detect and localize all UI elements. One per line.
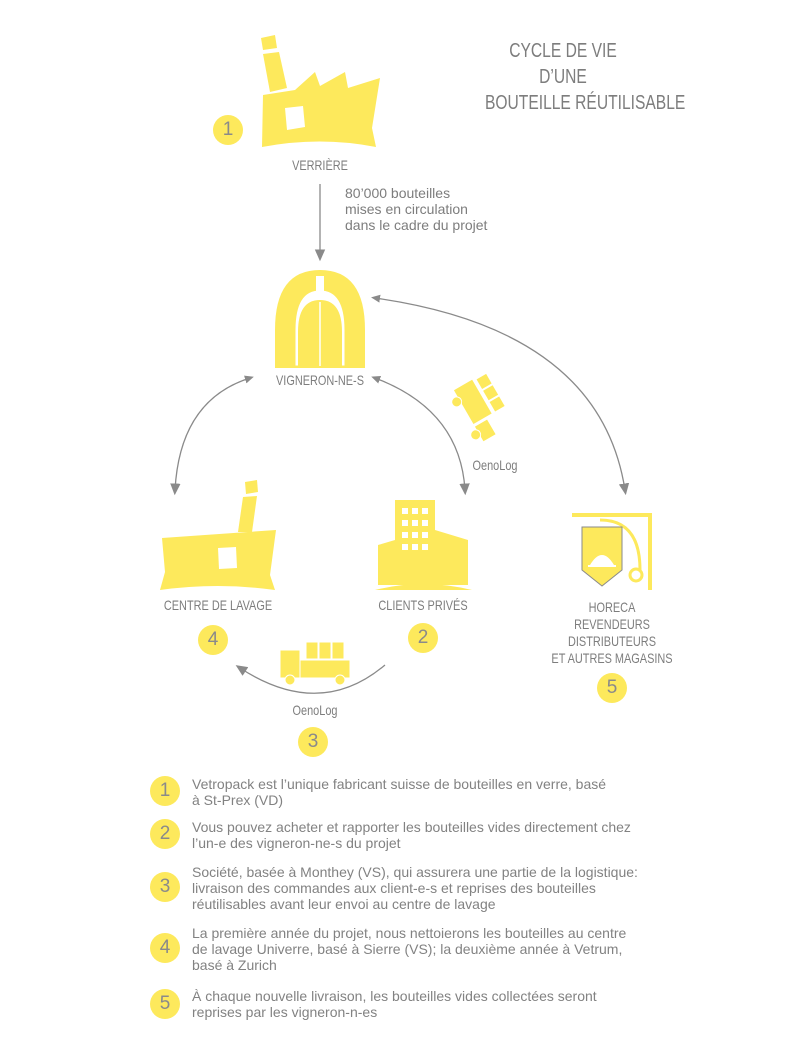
label-clients: CLIENTS PRIVÉS — [378, 597, 468, 613]
legend-badge-5: 5 — [150, 989, 180, 1019]
legend-line: reprises par les vigneron-n-es — [192, 1004, 378, 1020]
legend-line: réutilisables avant leur envoi au centre… — [192, 896, 496, 912]
arrow-clients-to-lavage — [235, 664, 386, 694]
flow-note-line: mises en circulation — [345, 201, 468, 217]
glass-factory-icon — [261, 35, 380, 147]
legend-line: Vetropack est l’unique fabricant suisse … — [192, 776, 607, 792]
title-line: D’UNE — [539, 66, 587, 88]
legend-line: Vous pouvez acheter et rapporter les bou… — [192, 819, 631, 835]
city-buildings-icon — [375, 500, 472, 590]
legend-item-1: Vetropack est l’unique fabricant suisse … — [192, 776, 606, 808]
badge-2: 2 — [408, 623, 438, 653]
legend-line: livraison des commandes aux client-e-s e… — [192, 880, 596, 896]
legend-line: Société, basée à Monthey (VS), qui assur… — [192, 864, 638, 880]
label-verriere: VERRIÈRE — [292, 157, 348, 173]
diagram-title: CYCLE DE VIE D’UNE BOUTEILLE RÉUTILISABL… — [485, 38, 686, 116]
legend-item-5: À chaque nouvelle livraison, les bouteil… — [192, 988, 597, 1020]
legend-badge-2: 2 — [150, 819, 180, 849]
legend-line: À chaque nouvelle livraison, les bouteil… — [192, 988, 597, 1004]
horeca-line: HORECA — [588, 599, 636, 615]
badge-1: 1 — [213, 115, 243, 145]
badge-4: 4 — [198, 625, 228, 655]
arrow-vigneron-lavage — [170, 377, 251, 496]
horeca-line: ET AUTRES MAGASINS — [551, 650, 673, 666]
label-lavage: CENTRE DE LAVAGE — [163, 597, 273, 613]
title-line: CYCLE DE VIE — [509, 40, 617, 62]
delivery-truck-icon-bottom — [279, 641, 351, 686]
horeca-line: DISTRIBUTEURS — [568, 633, 656, 649]
legend-line: l’un-e des vigneron-ne-s du projet — [192, 835, 401, 851]
restaurant-sign-icon — [572, 513, 652, 590]
legend-line: à St-Prex (VD) — [192, 792, 284, 808]
title-line: BOUTEILLE RÉUTILISABLE — [485, 92, 686, 114]
legend-item-3: Société, basée à Monthey (VS), qui assur… — [192, 864, 638, 912]
legend-item-4: La première année du projet, nous nettoi… — [192, 925, 626, 973]
arrow-vigneron-clients — [374, 377, 470, 496]
legend-item-2: Vous pouvez acheter et rapporter les bou… — [192, 819, 631, 851]
flow-note-line: dans le cadre du projet — [345, 217, 488, 233]
winery-building-icon — [275, 270, 365, 368]
badge-3: 3 — [298, 727, 328, 757]
legend-badge-4: 4 — [150, 933, 180, 963]
legend-badge-3: 3 — [150, 872, 180, 902]
washing-center-icon — [160, 480, 276, 590]
legend-line: La première année du projet, nous nettoi… — [192, 925, 627, 941]
flow-note-line: 80’000 bouteilles — [345, 185, 451, 201]
legend-line: basé à Zurich — [192, 957, 277, 973]
arrow-vigneron-horeca — [374, 297, 630, 496]
label-oenolog-bottom: OenoLog — [292, 702, 338, 718]
horeca-line: REVENDEURS — [574, 616, 650, 632]
label-vigneron: VIGNERON-NE-S — [276, 372, 364, 388]
legend-badge-1: 1 — [150, 776, 180, 806]
label-horeca: HORECA REVENDEURS DISTRIBUTEURS ET AUTRE… — [534, 599, 690, 667]
legend-line: de lavage Univerre, basé à Sierre (VS); … — [192, 941, 623, 957]
badge-5: 5 — [597, 673, 627, 703]
label-oenolog-top: OenoLog — [472, 457, 518, 473]
delivery-truck-icon — [451, 372, 506, 443]
flow-note: 80’000 bouteilles mises en circulation d… — [345, 185, 487, 233]
